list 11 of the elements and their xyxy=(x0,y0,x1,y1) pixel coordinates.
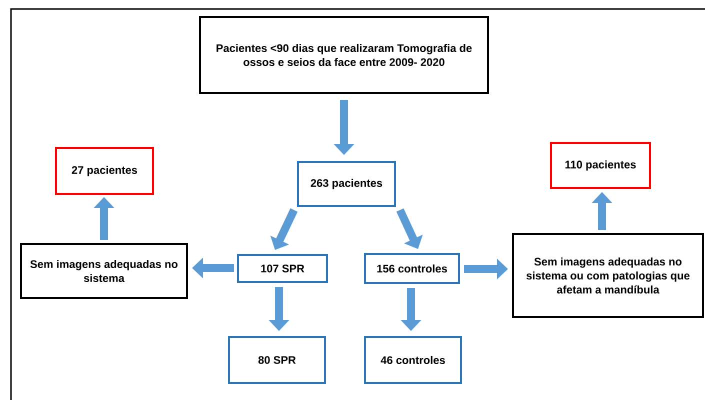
box: Sem imagens adequadas no sistema ou com patologias que afetam a mandíbula xyxy=(512,233,704,318)
box: 46 controles xyxy=(364,336,462,384)
box: Pacientes <90 dias que realizaram Tomografia de ossos e seios da face entre 2009- 2020 xyxy=(199,16,489,94)
box: 110 pacientes xyxy=(550,142,651,189)
box: 263 pacientes xyxy=(297,161,396,207)
box: 27 pacientes xyxy=(55,147,154,195)
box: 156 controles xyxy=(364,253,460,284)
box: Sem imagens adequadas no sistema xyxy=(20,243,188,299)
box: 80 SPR xyxy=(228,336,326,384)
box: 107 SPR xyxy=(237,254,328,283)
block-arrow xyxy=(396,208,423,249)
